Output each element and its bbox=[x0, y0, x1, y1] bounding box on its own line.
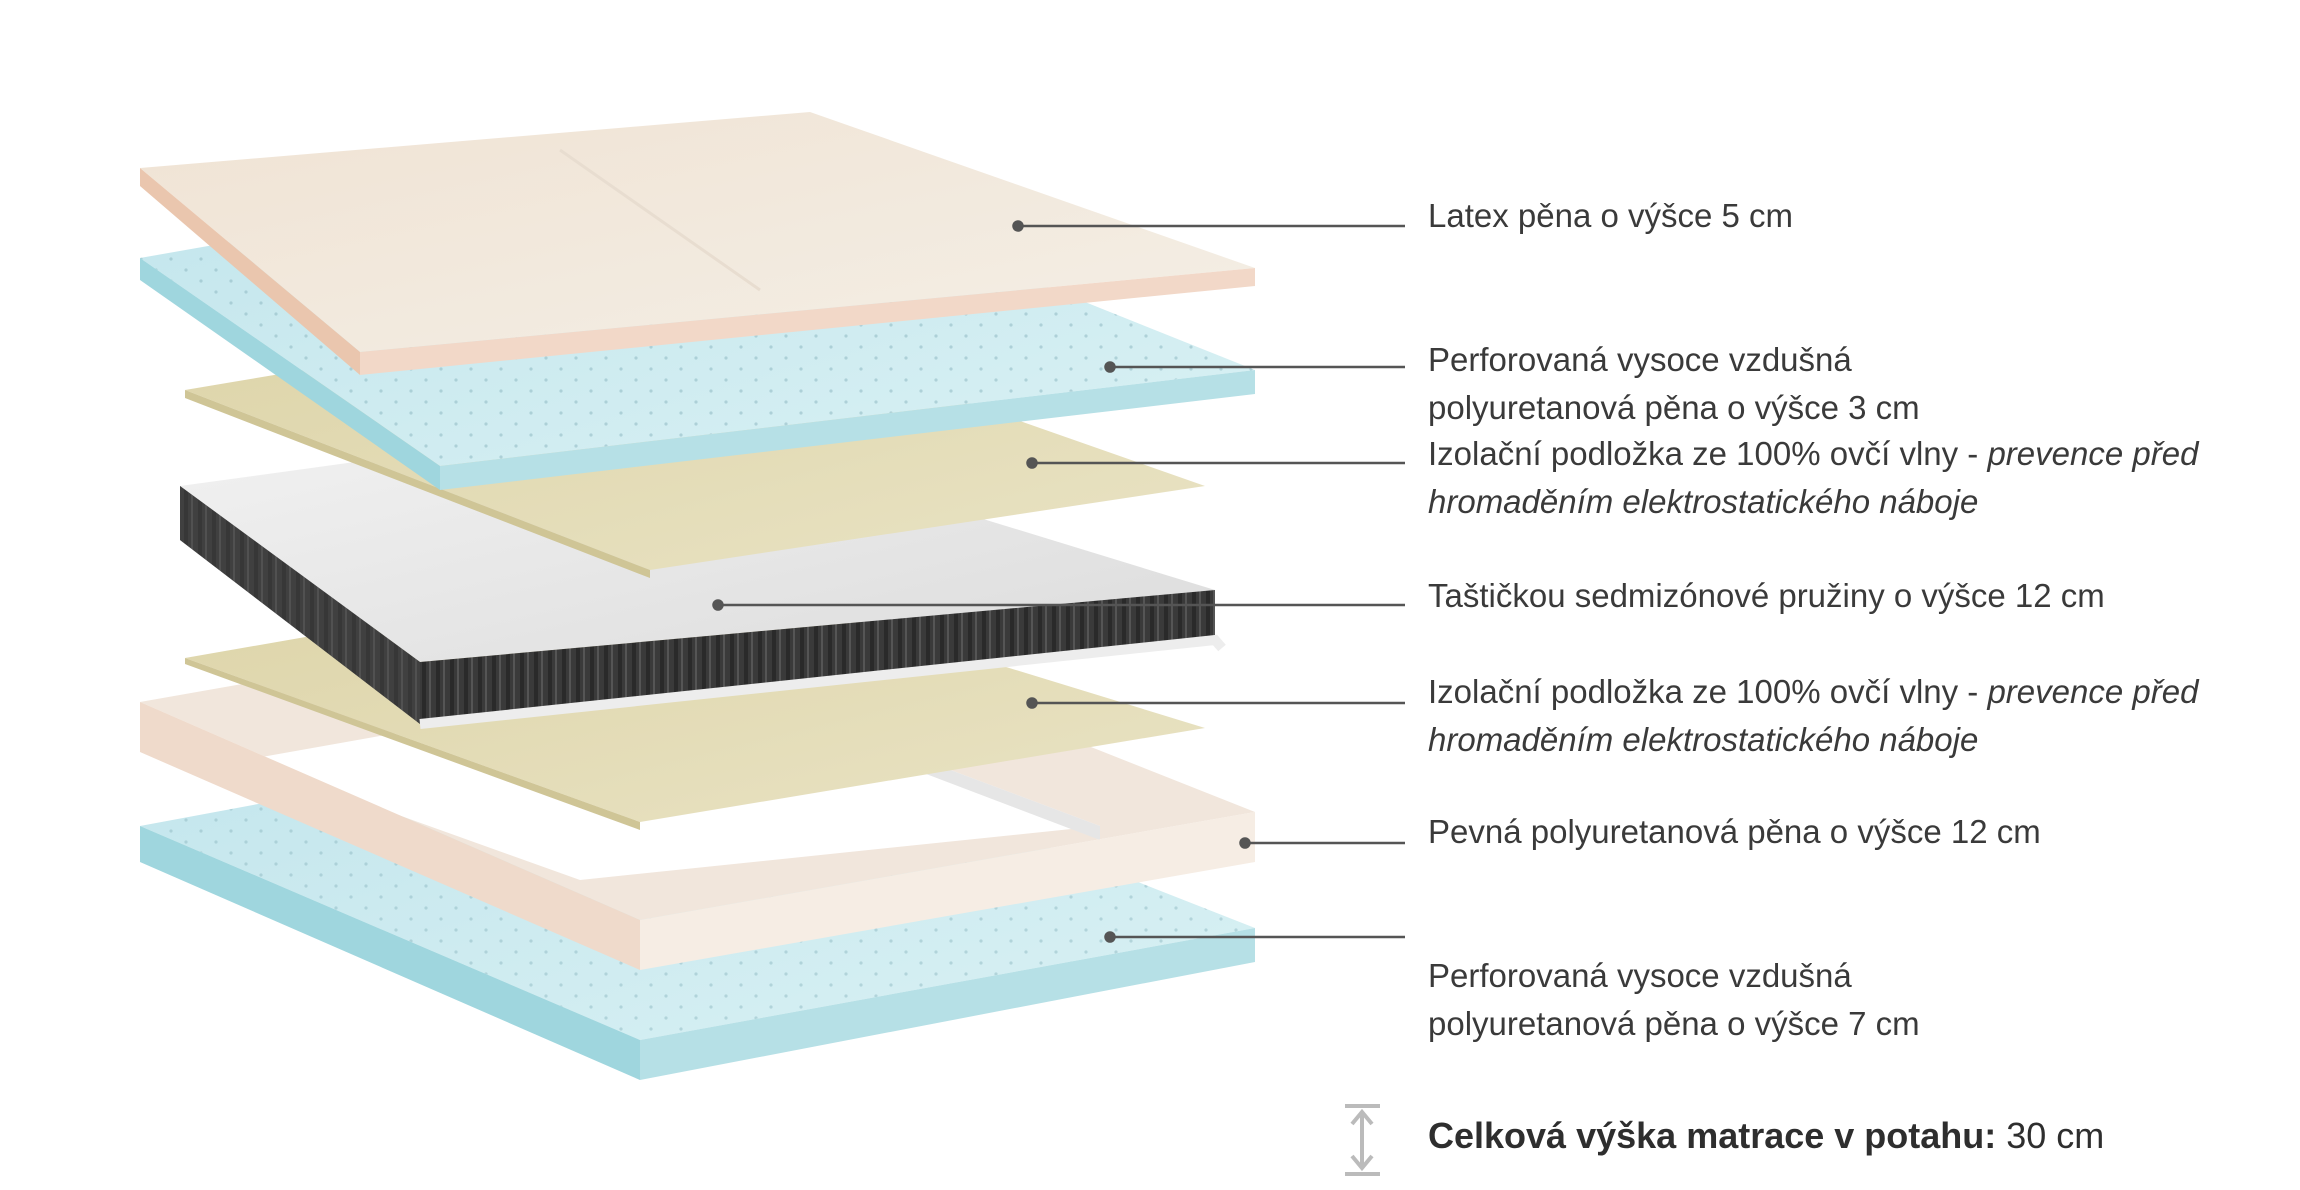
total-height-value: 30 cm bbox=[2006, 1115, 2105, 1156]
layer-latex bbox=[140, 112, 1255, 375]
label-springs-text: Taštičkou sedmizónové pružiny o výšce 12… bbox=[1428, 577, 2105, 614]
total-height: Celková výška matrace v potahu:30 cm bbox=[1428, 1110, 2104, 1162]
label-perforated-bottom: Perforovaná vysoce vzdušná polyuretanová… bbox=[1428, 904, 2288, 1048]
label-perforated-top: Perforovaná vysoce vzdušná polyuretanová… bbox=[1428, 288, 2288, 432]
leader-dot-solid-foam bbox=[1239, 837, 1251, 849]
label-wool-bottom-desc: prevence před hromaděním elektrostatické… bbox=[1428, 673, 2199, 758]
leader-dot-latex bbox=[1012, 220, 1024, 232]
height-icon bbox=[1345, 1104, 1380, 1176]
label-wool-top-text: Izolační podložka ze 100% ovčí vlny - bbox=[1428, 435, 1988, 472]
label-perforated-bottom-text: Perforovaná vysoce vzdušná polyuretanová… bbox=[1428, 957, 1920, 1042]
leader-lines bbox=[712, 220, 1405, 943]
label-solid-foam-text: Pevná polyuretanová pěna o výšce 12 cm bbox=[1428, 813, 2041, 850]
label-wool-top-desc: prevence před hromaděním elektrostatické… bbox=[1428, 435, 2199, 520]
label-springs: Taštičkou sedmizónové pružiny o výšce 12… bbox=[1428, 572, 2288, 620]
label-latex-text: Latex pěna o výšce 5 cm bbox=[1428, 197, 1794, 234]
label-wool-bottom: Izolační podložka ze 100% ovčí vlny - pr… bbox=[1428, 668, 2288, 764]
label-wool-top: Izolační podložka ze 100% ovčí vlny - pr… bbox=[1428, 430, 2288, 526]
leader-dot-wool-top bbox=[1026, 457, 1038, 469]
leader-dot-perforated-bottom bbox=[1104, 931, 1116, 943]
label-solid-foam: Pevná polyuretanová pěna o výšce 12 cm bbox=[1428, 808, 2288, 856]
leader-dot-perforated-top bbox=[1104, 361, 1116, 373]
leader-dot-wool-bottom bbox=[1026, 697, 1038, 709]
label-wool-bottom-text: Izolační podložka ze 100% ovčí vlny - bbox=[1428, 673, 1988, 710]
leader-dot-springs bbox=[712, 599, 724, 611]
label-perforated-top-text: Perforovaná vysoce vzdušná polyuretanová… bbox=[1428, 341, 1920, 426]
total-height-label: Celková výška matrace v potahu: bbox=[1428, 1115, 1997, 1156]
label-latex: Latex pěna o výšce 5 cm bbox=[1428, 192, 2288, 240]
